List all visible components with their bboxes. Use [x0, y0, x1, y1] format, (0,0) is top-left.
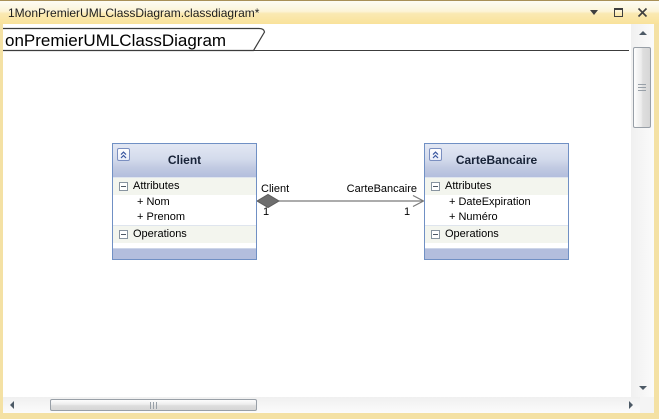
- attribute-item[interactable]: + Prenom: [113, 210, 256, 225]
- collapse-minus-icon[interactable]: [431, 230, 440, 239]
- minus-glyph: [121, 234, 126, 235]
- attribute-item[interactable]: + Nom: [113, 195, 256, 210]
- association-target-multiplicity[interactable]: 1: [404, 206, 411, 218]
- uml-class-client[interactable]: Client Attributes + Nom + Prenom Operati…: [112, 143, 257, 260]
- minus-glyph: [433, 186, 438, 187]
- section-label: Attributes: [133, 180, 180, 192]
- titlebar[interactable]: 1MonPremierUMLClassDiagram.classdiagram*: [0, 0, 659, 24]
- class-name: Client: [167, 153, 202, 167]
- maximize-icon: [613, 8, 623, 17]
- arrow-down-icon: [638, 386, 647, 390]
- operations-section-header[interactable]: Operations: [425, 225, 568, 243]
- maximize-button[interactable]: [611, 6, 625, 20]
- operations-section-header[interactable]: Operations: [113, 225, 256, 243]
- attributes-section-header[interactable]: Attributes: [425, 177, 568, 195]
- uml-class-cartebancaire[interactable]: CarteBancaire Attributes + DateExpiratio…: [424, 143, 569, 260]
- class-header[interactable]: CarteBancaire: [425, 144, 568, 177]
- horizontal-scrollbar-thumb[interactable]: [50, 399, 257, 411]
- section-label: Operations: [133, 228, 187, 240]
- scrollbar-corner: [640, 397, 654, 413]
- chevron-double-up-icon: [120, 150, 127, 158]
- diagram-canvas[interactable]: onPremierUMLClassDiagram Client Attribut…: [3, 24, 631, 397]
- close-button[interactable]: [635, 6, 649, 20]
- arrow-right-icon: [629, 401, 633, 409]
- class-body-spacer: [113, 243, 256, 248]
- minus-glyph: [121, 186, 126, 187]
- association-source-role-label[interactable]: Client: [261, 183, 290, 195]
- window-position-menu-button[interactable]: [587, 6, 601, 20]
- scroll-right-button[interactable]: [622, 397, 640, 413]
- vertical-scrollbar-thumb[interactable]: [633, 47, 651, 128]
- scrollbar-grip-icon: [638, 84, 646, 91]
- class-footer: [425, 248, 568, 259]
- scroll-left-button[interactable]: [3, 397, 21, 413]
- class-name: CarteBancaire: [455, 153, 538, 167]
- attribute-item[interactable]: + DateExpiration: [425, 195, 568, 210]
- class-footer: [113, 248, 256, 259]
- collapse-class-button[interactable]: [117, 148, 130, 161]
- titlebar-controls: [587, 6, 659, 20]
- collapse-minus-icon[interactable]: [119, 182, 128, 191]
- association-target-role-label[interactable]: CarteBancaire: [346, 183, 417, 195]
- close-icon: [637, 7, 647, 18]
- collapse-minus-icon[interactable]: [431, 182, 440, 191]
- association-arrowhead-icon: [412, 194, 425, 208]
- attributes-section-header[interactable]: Attributes: [113, 177, 256, 195]
- horizontal-scrollbar[interactable]: [3, 397, 640, 413]
- vertical-scrollbar[interactable]: [631, 24, 654, 397]
- section-label: Operations: [445, 228, 499, 240]
- window-title: 1MonPremierUMLClassDiagram.classdiagram*: [8, 5, 260, 20]
- collapse-minus-icon[interactable]: [119, 230, 128, 239]
- attribute-item[interactable]: + Numéro: [425, 210, 568, 225]
- diagram-name-label[interactable]: onPremierUMLClassDiagram: [5, 31, 227, 50]
- editor-content: onPremierUMLClassDiagram Client Attribut…: [3, 24, 654, 413]
- minus-glyph: [433, 234, 438, 235]
- arrow-up-icon: [638, 31, 647, 35]
- class-header[interactable]: Client: [113, 144, 256, 177]
- scroll-up-button[interactable]: [631, 24, 654, 42]
- class-body-spacer: [425, 243, 568, 248]
- scrollbar-grip-icon: [150, 401, 157, 409]
- chevron-double-up-icon: [432, 150, 439, 158]
- scroll-down-button[interactable]: [631, 379, 654, 397]
- association-source-multiplicity[interactable]: 1: [263, 206, 270, 218]
- chevron-down-icon: [590, 10, 598, 15]
- arrow-left-icon: [10, 401, 14, 409]
- collapse-class-button[interactable]: [429, 148, 442, 161]
- section-label: Attributes: [445, 180, 492, 192]
